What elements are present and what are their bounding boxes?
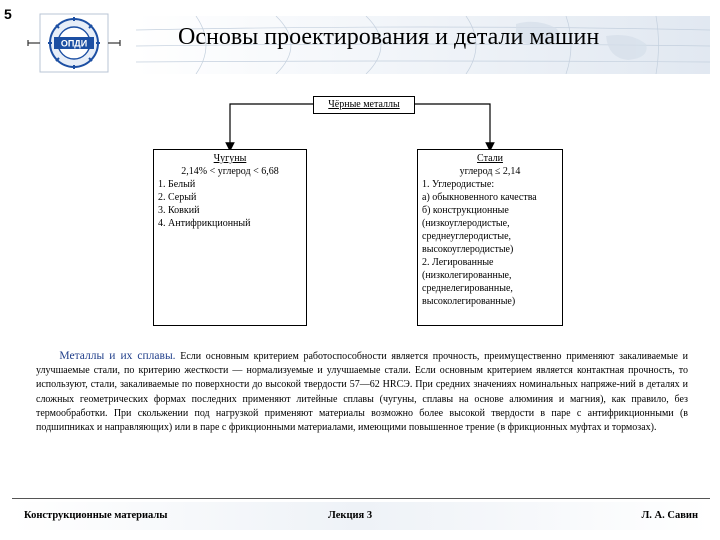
steel-line: 2. Легированные	[422, 257, 494, 268]
cast-iron-node: Чугуны 2,14% < углерод < 6,68 1. Белый 2…	[153, 149, 307, 326]
steel-condition: углерод ≤ 2,14	[459, 166, 521, 177]
cast-iron-item: 3. Ковкий	[158, 205, 200, 216]
steel-line: среднелегированные,	[422, 283, 513, 294]
slide-number: 5	[4, 6, 12, 22]
paragraph-lead: Металлы и их сплавы.	[59, 350, 176, 362]
cast-iron-title: Чугуны	[213, 153, 247, 164]
footer-band	[12, 502, 710, 530]
paragraph-body: Если основным критерием работоспособност…	[36, 351, 688, 434]
cast-iron-item: 2. Серый	[158, 192, 197, 203]
cast-iron-item: 4. Антифрикционный	[158, 218, 251, 229]
cast-iron-condition: 2,14% < углерод < 6,68	[181, 166, 279, 177]
diagram-root-node: Чёрные металлы	[313, 96, 415, 114]
steel-line: высокоуглеродистые)	[422, 244, 514, 255]
footer-author: Л. А. Савин	[641, 510, 698, 521]
footer-divider	[12, 498, 710, 499]
steel-line: среднеуглеродистые,	[422, 231, 512, 242]
steel-line: б) конструкционные	[422, 205, 509, 216]
steel-title: Стали	[477, 153, 503, 164]
steel-line: а) обыкновенного качества	[422, 192, 537, 203]
footer-course: Конструкционные материалы	[24, 510, 168, 521]
body-paragraph: Металлы и их сплавы. Если основным крите…	[36, 349, 688, 435]
university-logo: ОПДИ	[27, 13, 121, 73]
steel-line: (низкоуглеродистые,	[422, 218, 510, 229]
root-label: Чёрные металлы	[328, 99, 400, 110]
logo-text: ОПДИ	[61, 39, 87, 49]
steel-line: (низколегированные,	[422, 270, 512, 281]
steel-node: Стали углерод ≤ 2,14 1. Углеродистые: а)…	[417, 149, 563, 326]
footer-lecture: Лекция 3	[328, 510, 373, 521]
header-band	[136, 16, 710, 74]
steel-line: 1. Углеродистые:	[422, 179, 495, 190]
cast-iron-item: 1. Белый	[158, 179, 196, 190]
steel-line: высоколегированные)	[422, 296, 516, 307]
page-title: Основы проектирования и детали машин	[178, 24, 600, 50]
